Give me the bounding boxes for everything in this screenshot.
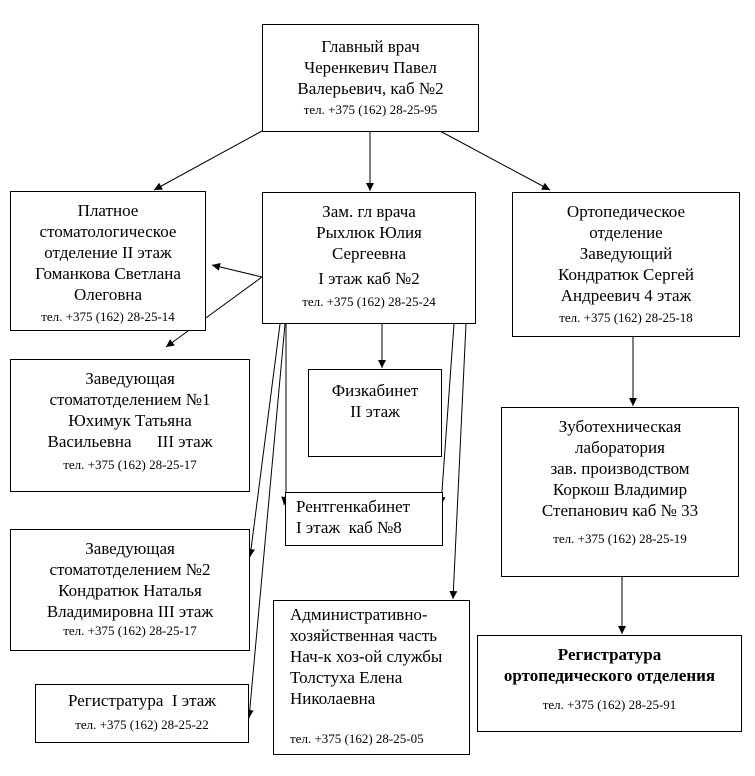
ortho-reg-line-1: Регистратура — [557, 645, 662, 664]
lab-line-4: Коркош Владимир — [552, 480, 688, 499]
xray-line-1: Рентгенкабинет — [296, 497, 411, 516]
arrow-deputy-to-dept2 — [247, 323, 281, 558]
ortho-reg-line-2: ортопедического отделения — [503, 666, 716, 685]
deputy-line-3: Сергеевна — [331, 244, 407, 263]
paid-dept-line-4: Гоманкова Светлана — [35, 264, 181, 283]
deputy-doctor-box: Зам. гл врача Рыхлюк Юлия Сергеевна I эт… — [262, 192, 476, 324]
paid-dental-dept-box: Платное стоматологическое отделение II э… — [10, 191, 206, 331]
chief-phone: тел. +375 (162) 28-25-95 — [303, 102, 438, 117]
xray-room-box: Рентгенкабинет I этаж каб №8 — [285, 492, 443, 546]
dept1-phone: тел. +375 (162) 28-25-17 — [63, 457, 197, 472]
lab-line-3: зав. производством — [550, 459, 690, 478]
dept2-line-2: стоматотделением №2 — [49, 560, 211, 579]
deputy-phone: тел. +375 (162) 28-25-24 — [302, 294, 436, 309]
lab-line-5: Степанович каб № 33 — [541, 501, 699, 520]
arrow-chief-to-paid-dept — [153, 130, 263, 191]
arrow-deputy-to-paid-dept — [211, 262, 263, 278]
admin-part-box: Административно- хозяйственная часть Нач… — [273, 600, 470, 755]
deputy-line-1: Зам. гл врача — [322, 202, 416, 221]
ortho-registry-box: Регистратура ортопедического отделения т… — [477, 635, 742, 732]
dept2-line-1: Заведующая — [85, 539, 175, 558]
dept2-line-3: Кондратюк Наталья — [58, 581, 202, 600]
arrow-deputy-to-admin — [449, 323, 467, 600]
paid-dept-phone: тел. +375 (162) 28-25-14 — [41, 309, 175, 324]
ortho-dept-line-2: отделение — [589, 223, 663, 242]
dental-lab-box: Зуботехническая лаборатория зав. произво… — [501, 407, 739, 577]
registry-phone: тел. +375 (162) 28-25-22 — [75, 717, 209, 732]
chief-doctor-box: Главный врач Черенкевич Павел Валерьевич… — [262, 24, 479, 132]
arrow-deputy-to-xray-right — [437, 323, 455, 506]
dental-dept1-head-box: Заведующая стоматотделением №1 Юхимук Та… — [10, 359, 250, 492]
chief-line-1: Главный врач — [321, 37, 420, 56]
lab-line-2: лаборатория — [575, 438, 665, 457]
chief-line-3: Валерьевич, каб №2 — [297, 79, 444, 98]
paid-dept-line-2: стоматологическое — [39, 222, 177, 241]
admin-line-2: хозяйственная часть — [290, 626, 438, 645]
paid-dept-line-3: отделение II этаж — [44, 243, 172, 262]
deputy-line-4: I этаж каб №2 — [318, 269, 420, 288]
ortho-reg-phone: тел. +375 (162) 28-25-91 — [542, 697, 677, 712]
admin-line-5: Николаевна — [290, 689, 376, 708]
dept1-line-1: Заведующая — [85, 369, 175, 388]
physio-room-box: Физкабинет II этаж — [308, 369, 442, 457]
chief-line-2: Черенкевич Павел — [304, 58, 437, 77]
arrow-chief-to-ortho-dept — [439, 130, 551, 191]
admin-line-1: Административно- — [290, 605, 428, 624]
dept2-line-4: Владимировна III этаж — [46, 602, 214, 621]
dept1-line-3: Юхимук Татьяна — [68, 411, 192, 430]
physio-line-2: II этаж — [350, 402, 400, 421]
registry-box: Регистратура I этаж тел. +375 (162) 28-2… — [35, 684, 249, 743]
paid-dept-line-1: Платное — [77, 201, 139, 220]
registry-line-1: Регистратура I этаж — [67, 691, 217, 710]
dept1-line-2: стоматотделением №1 — [49, 390, 211, 409]
admin-line-3: Нач-к хоз-ой службы — [290, 647, 443, 666]
arrow-deputy-to-xray — [281, 324, 290, 506]
ortho-dept-line-4: Кондратюк Сергей — [558, 265, 694, 284]
orthopedic-dept-box: Ортопедическое отделение Заведующий Конд… — [512, 192, 740, 337]
ortho-dept-line-1: Ортопедическое — [566, 202, 686, 221]
ortho-dept-line-5: Андреевич 4 этаж — [560, 286, 692, 305]
physio-line-1: Физкабинет — [331, 381, 419, 400]
lab-line-1: Зуботехническая — [558, 417, 682, 436]
lab-phone: тел. +375 (162) 28-25-19 — [553, 531, 687, 546]
deputy-line-2: Рыхлюк Юлия — [316, 223, 422, 242]
arrow-deputy-to-dept1 — [165, 276, 263, 348]
admin-phone: тел. +375 (162) 28-25-05 — [290, 731, 424, 746]
dept2-phone: тел. +375 (162) 28-25-17 — [63, 623, 197, 638]
ortho-dept-line-3: Заведующий — [579, 244, 673, 263]
paid-dept-line-5: Олеговна — [73, 285, 143, 304]
admin-line-4: Толстуха Елена — [290, 668, 403, 687]
arrow-deputy-to-registry — [245, 323, 286, 719]
dept1-line-4: Васильевна III этаж — [47, 432, 213, 451]
ortho-dept-phone: тел. +375 (162) 28-25-18 — [559, 310, 693, 325]
dental-dept2-head-box: Заведующая стоматотделением №2 Кондратюк… — [10, 529, 250, 651]
xray-line-2: I этаж каб №8 — [296, 518, 402, 537]
